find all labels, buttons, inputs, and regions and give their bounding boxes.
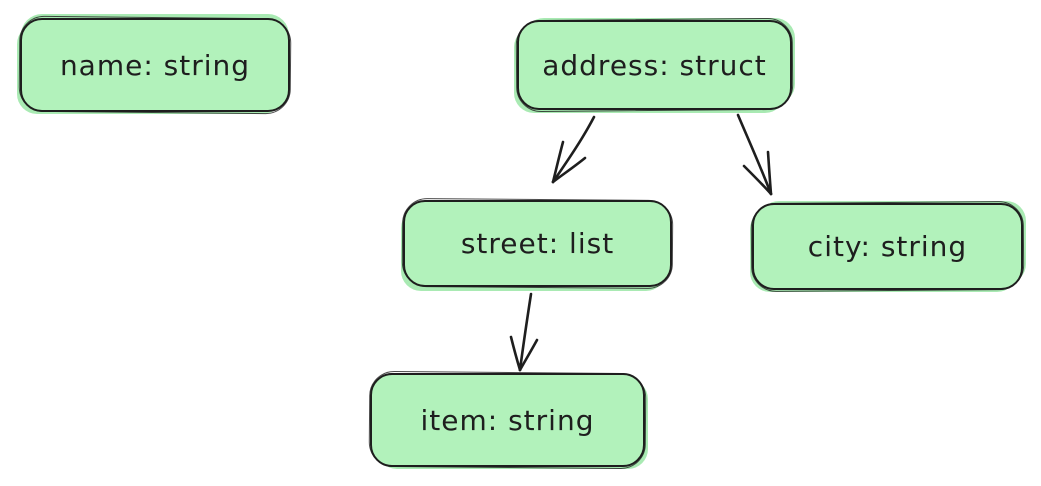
node-street[interactable]: street: list (403, 200, 672, 287)
node-name[interactable]: name: string (20, 18, 290, 112)
arrowhead-wing[interactable] (551, 140, 565, 184)
arrowhead-wing[interactable] (509, 335, 522, 372)
node-label: street: list (460, 227, 615, 260)
arrowhead-wing[interactable] (742, 164, 773, 196)
node-item[interactable]: item: string (370, 373, 645, 467)
arrow-address-to-street[interactable] (551, 115, 596, 184)
arrow-shaft[interactable] (551, 115, 596, 184)
arrowhead-wing[interactable] (518, 338, 539, 372)
node-label: city: string (807, 230, 968, 263)
arrow-street-to-item[interactable] (509, 292, 539, 372)
node-label: name: string (59, 48, 251, 82)
arrowhead-wing[interactable] (551, 156, 587, 184)
node-city[interactable]: city: string (752, 203, 1023, 290)
node-label: item: string (420, 403, 595, 437)
arrowhead-wing[interactable] (766, 150, 773, 196)
arrow-shaft[interactable] (518, 292, 533, 372)
node-label: address: struct (542, 48, 767, 82)
arrow-shaft[interactable] (736, 113, 773, 196)
node-address[interactable]: address: struct (517, 20, 792, 110)
arrow-address-to-city[interactable] (736, 113, 773, 196)
